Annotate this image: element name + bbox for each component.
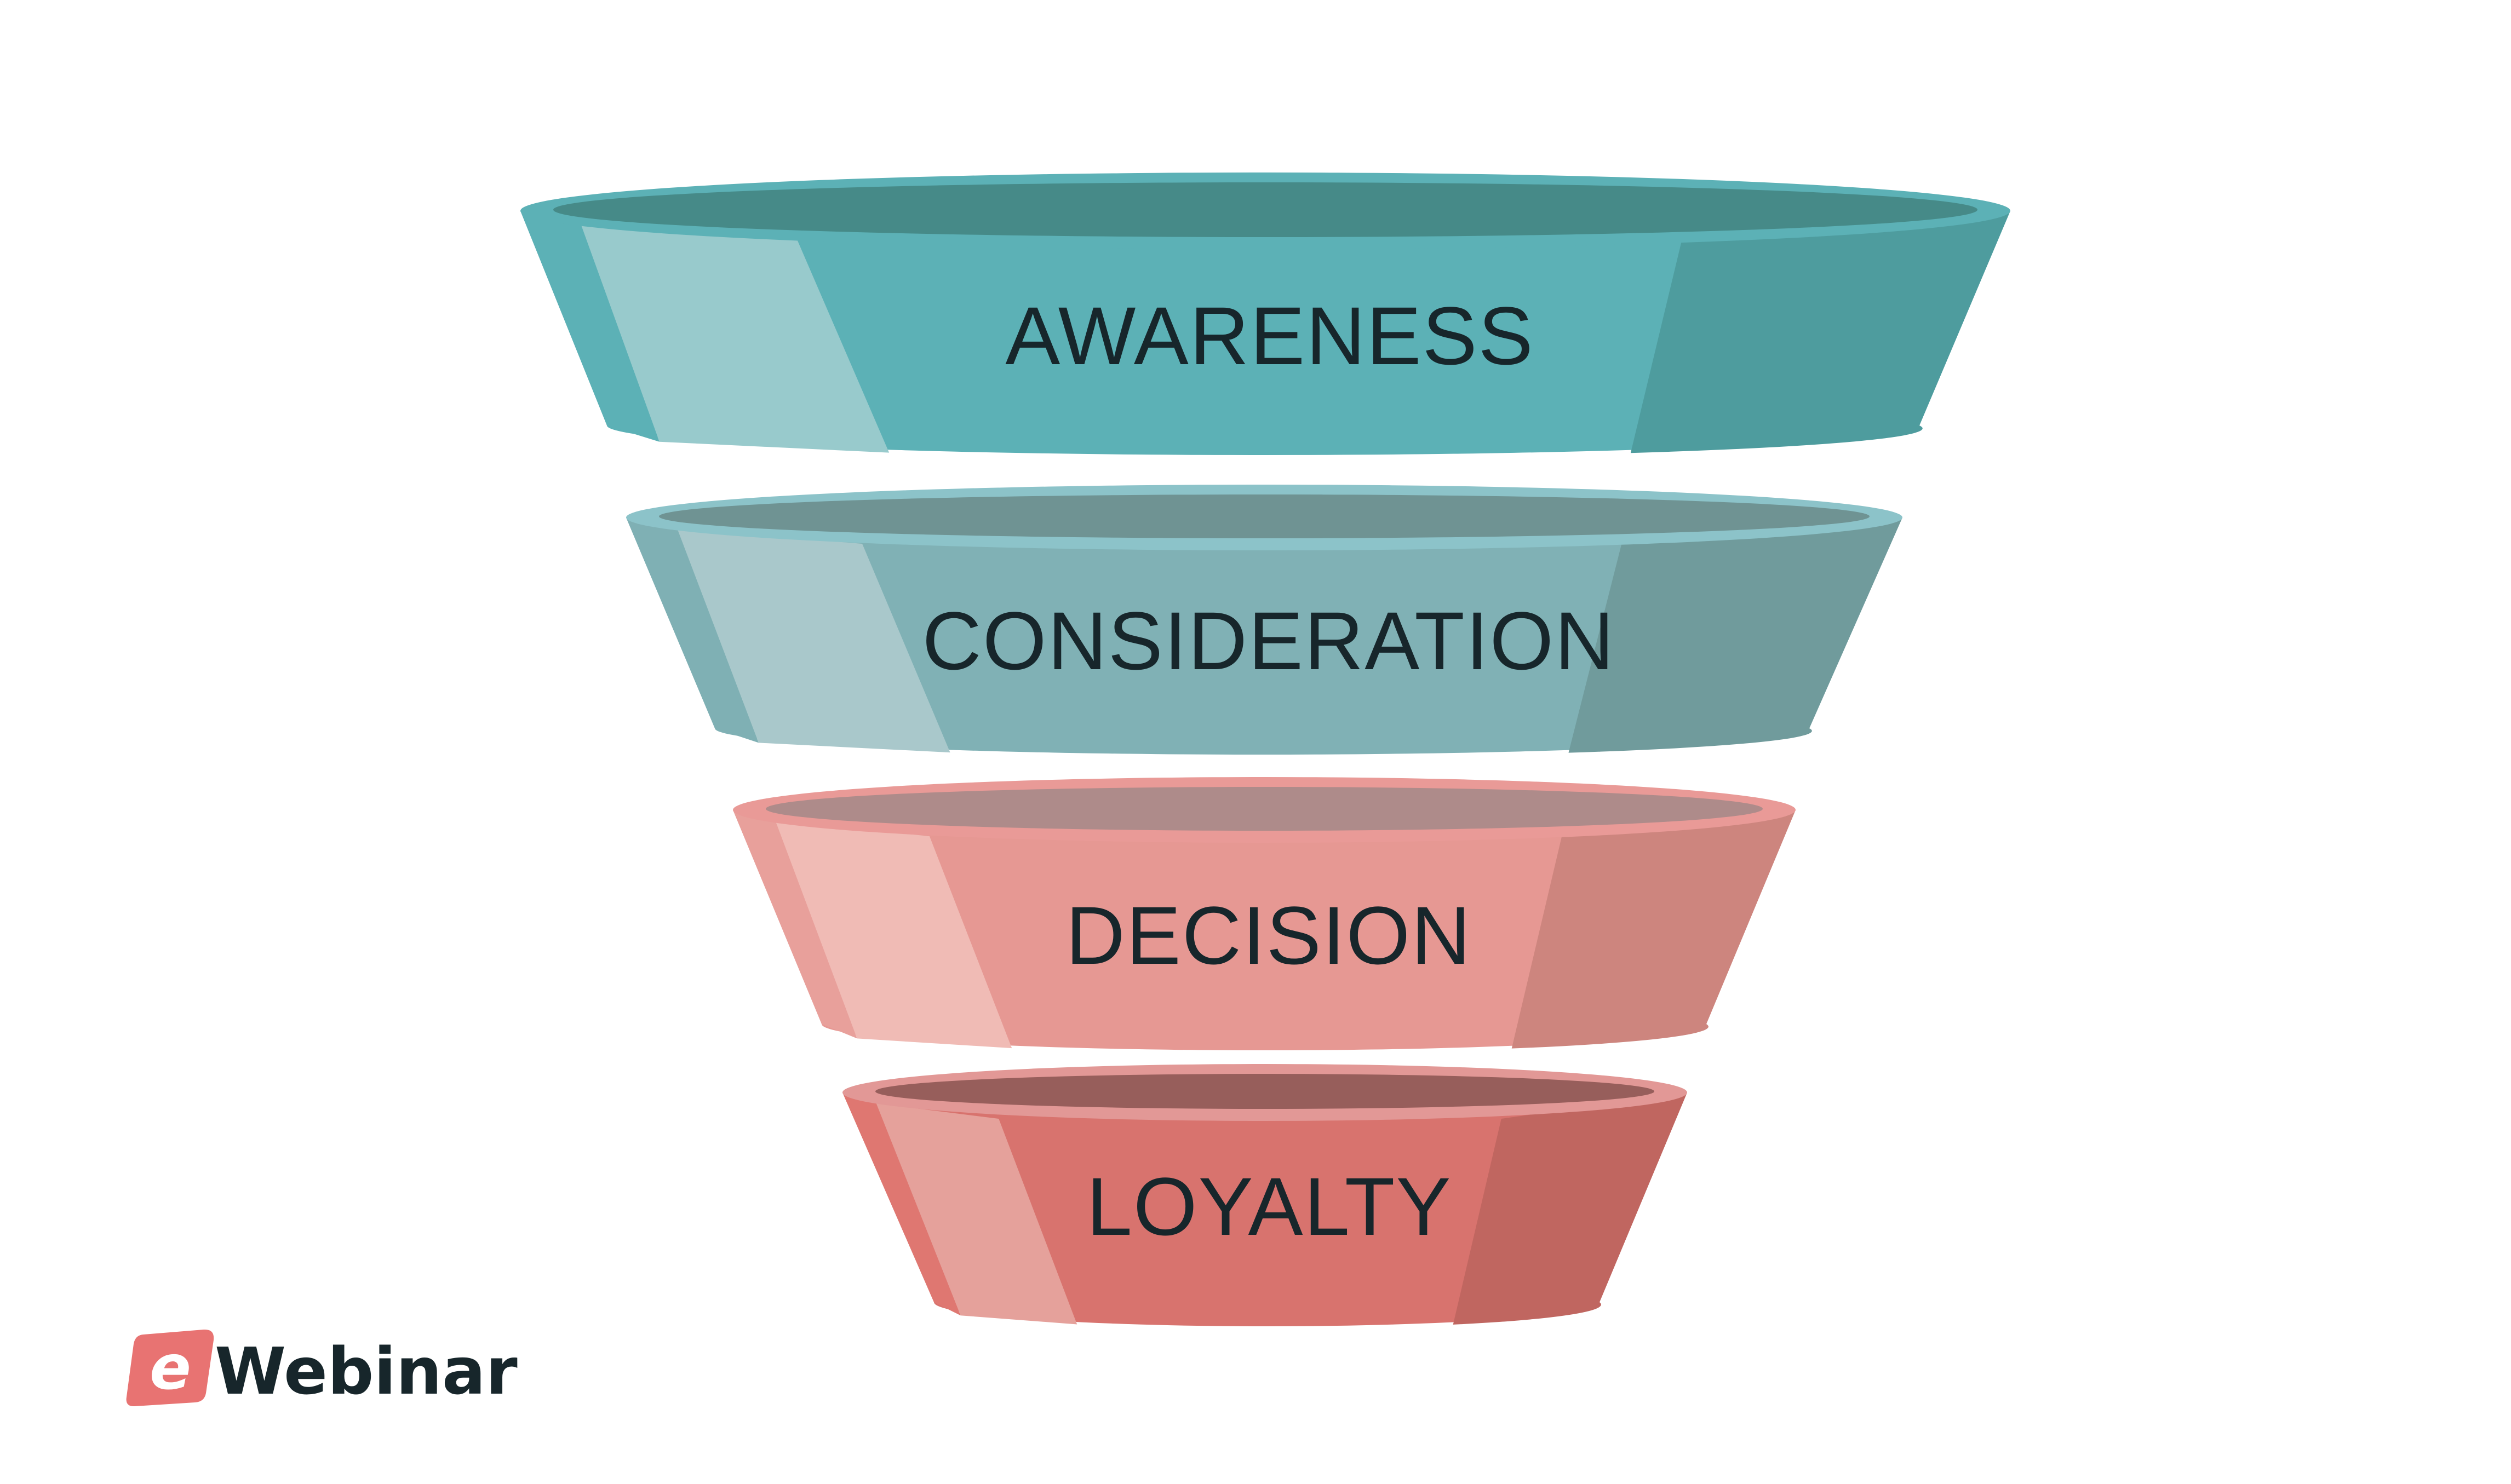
stage-left-edge (520, 211, 660, 442)
stage-highlight (580, 222, 890, 453)
stage-opening (766, 787, 1763, 831)
stage-opening (875, 1074, 1654, 1109)
funnel-stage-decision: DECISION (733, 777, 1796, 1051)
ewebinar-logo: e Webinar (126, 1329, 518, 1409)
stage-label: CONSIDERATION (922, 595, 1615, 687)
stage-highlight (775, 821, 1012, 1049)
stage-right-shade (1630, 211, 2010, 453)
stage-body (520, 211, 2010, 455)
stage-left-edge (733, 810, 857, 1039)
stage-left-edge (842, 1092, 961, 1316)
stage-highlight (677, 528, 950, 753)
stage-label: DECISION (1065, 889, 1471, 981)
stage-label: AWARENESS (1005, 290, 1534, 382)
stage-left-edge (626, 517, 759, 743)
stage-opening (659, 494, 1870, 538)
funnel-stage-awareness: AWARENESS (520, 172, 2010, 455)
stage-highlight (876, 1103, 1077, 1325)
stage-label: LOYALTY (1086, 1160, 1452, 1252)
logo-badge-letter: e (150, 1332, 191, 1404)
logo-wordmark: Webinar (215, 1333, 518, 1409)
stage-right-shade (1568, 517, 1902, 753)
stage-right-shade (1511, 810, 1796, 1049)
logo-badge (126, 1329, 214, 1407)
stage-opening (553, 182, 1977, 237)
funnel-stage-consideration: CONSIDERATION (626, 485, 1902, 755)
funnel-stage-loyalty: LOYALTY (842, 1064, 1687, 1326)
stage-right-shade (1453, 1092, 1687, 1325)
funnel: AWARENESS CONSIDERATION DECISION LOYALTY (520, 172, 2010, 1326)
